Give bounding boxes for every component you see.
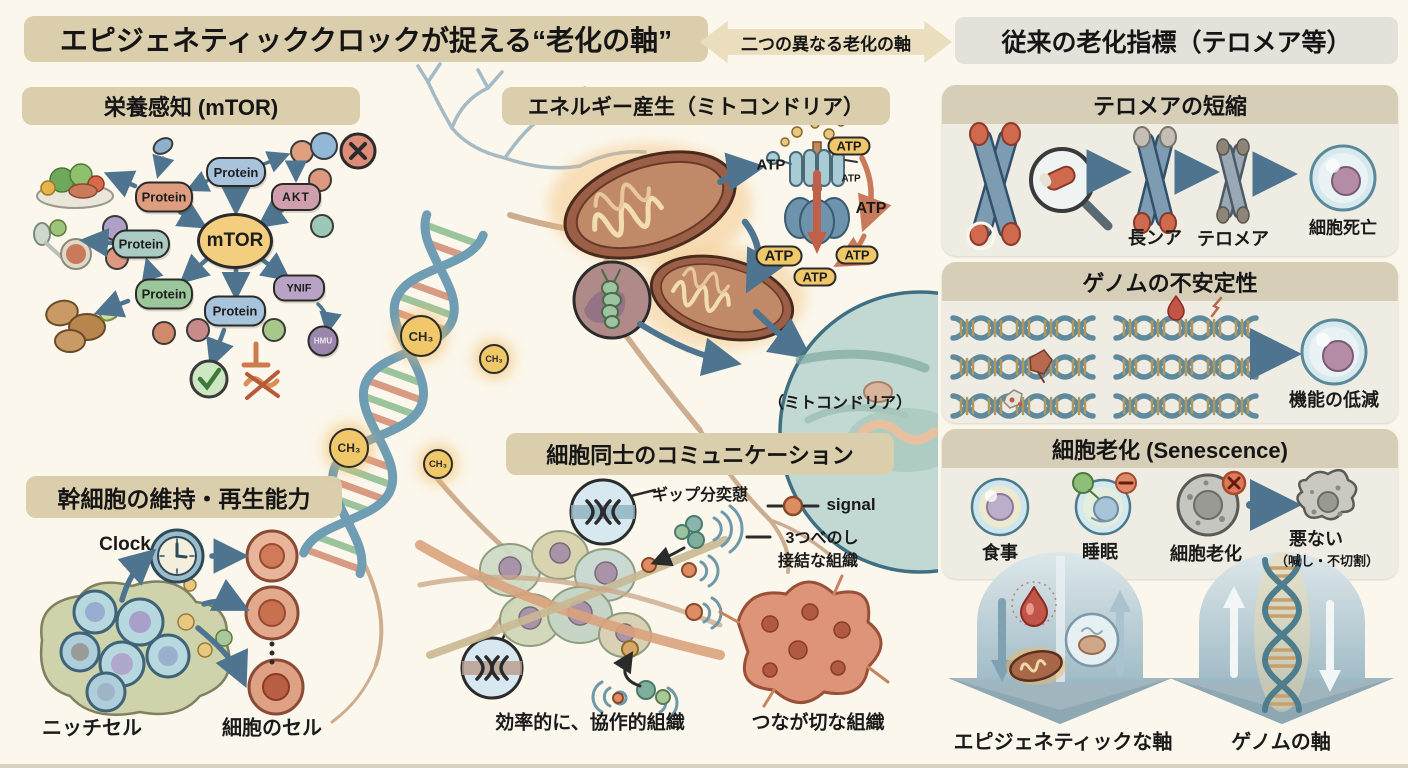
gap-junction-inset2-icon: [460, 622, 524, 700]
spoon-bowl-icon: [33, 219, 92, 270]
cell-death-label: 細胞死亡: [1309, 218, 1377, 238]
healthy-cell-icon: [970, 477, 1030, 537]
blood-drop-icon: [1011, 581, 1057, 627]
stem-cell-niche-icon: [39, 578, 233, 716]
ynif-node: YNIF: [273, 274, 325, 302]
telomere-panel-header: テロメアの短縮: [942, 85, 1398, 124]
niche-cells-label: ニッチセル: [42, 717, 142, 740]
check-mark-icon: [189, 359, 229, 399]
senescence-label-4a: 悪ない: [1289, 529, 1343, 549]
potatoes-icon: [45, 299, 118, 353]
left-title-banner: エピジェネティッククロックが捉える“老化の軸”: [24, 16, 708, 62]
dna-damage-marks: [1003, 295, 1223, 409]
clock-label: Clock: [99, 534, 151, 555]
crossed-dna-icon: [243, 370, 280, 400]
cell-closeup-icon: [778, 290, 938, 574]
senescence-label-2: 睡眠: [1082, 542, 1118, 562]
energy-section-header: エネルギー産生（ミトコンドリア）: [502, 87, 890, 125]
atp-pill: ATP: [793, 267, 837, 287]
senescence-panel-header: 細胞老化 (Senescence): [942, 429, 1398, 468]
akt-node: AKT: [271, 183, 321, 211]
dysfunctional-cell-icon: [1296, 468, 1358, 521]
connected-tissue-note-line2: 接結な組織: [777, 553, 859, 570]
right-title-banner: 従来の老化指標（テロメア等）: [955, 17, 1398, 64]
epigenetic-axis-label: エピジェネティックな軸: [953, 731, 1173, 754]
mini-cell-icon: [1064, 612, 1120, 668]
disconnected-tissue-label: つなが切な組織: [751, 712, 885, 734]
ch3-badge: CH₃: [329, 428, 369, 468]
clock-icon: [149, 528, 205, 584]
dna-grid-icon: [953, 295, 1256, 416]
protein-node: Protein: [112, 229, 170, 259]
function-decline-label: 機能の低減: [1289, 390, 1379, 410]
stem-arrows: [117, 538, 250, 689]
atp-pill: ATP: [827, 136, 871, 156]
senescence-label-4b: （喊し・不切割）: [1274, 553, 1380, 569]
bottom-edge: [0, 764, 1408, 768]
genome-axis-icon: [1170, 552, 1394, 724]
atp-label: ATP: [756, 156, 786, 174]
mini-mitochondria-icon: [1006, 647, 1066, 685]
protein-node: Protein: [204, 295, 266, 327]
inhibition-icon: [241, 341, 271, 368]
protein-node: Protein: [135, 278, 193, 310]
chromosome-mid-icon: [1133, 126, 1177, 234]
signal-waves-icon: [591, 504, 744, 720]
mtor-node: mTOR: [197, 213, 273, 269]
protein-node: Protein: [135, 181, 193, 213]
gap-junction-label: ギップ分奕憇: [651, 487, 749, 504]
damaged-tissue-icon: [718, 574, 890, 708]
magnifier-icon: [1029, 147, 1113, 231]
connected-tissue-note-line1: 3つべのし: [785, 530, 859, 547]
atp-label: ATP: [841, 173, 861, 185]
atp-pill: ATP: [835, 245, 879, 265]
genome-axis-label: ゲノムの軸: [1231, 731, 1331, 754]
atp-synthase-icon: [766, 117, 858, 254]
differentiated-cells-label: 細胞のセル: [222, 717, 322, 740]
energy-arrows: [637, 152, 892, 377]
declined-cell-icon: [1300, 318, 1368, 386]
differentiated-cells-icon: [244, 529, 305, 716]
epigenetic-axis-icon: [948, 552, 1172, 724]
telomere-arrows: [1086, 149, 1298, 197]
chromosome-large-icon: [966, 122, 1021, 251]
nutrient-section-header: 栄養感知 (mTOR): [22, 87, 360, 125]
long-telomere-label: 長ンア: [1128, 228, 1182, 248]
x-mark-icon: [339, 132, 377, 170]
ch3-badge: CH₃: [400, 315, 442, 357]
hmu-node: HMU: [307, 325, 339, 357]
signal-legend-label: signal: [826, 495, 876, 514]
senescent-cell-icon: [1176, 470, 1247, 537]
efficient-tissue-label: 効率的に、協作的組織: [495, 712, 685, 734]
mitochondria-caption: （ミトコンドリア）: [767, 395, 913, 412]
chromosome-short-icon: [1216, 138, 1250, 224]
axis-dna-icon: [1261, 557, 1303, 713]
atp-label: ATP: [855, 200, 887, 217]
genome-panel-header: ゲノムの不安定性: [942, 262, 1398, 301]
atp-pill: ATP: [755, 245, 803, 267]
protein-node: Protein: [206, 157, 266, 187]
mitochondria-icon: [548, 143, 806, 350]
dying-cell-icon: [1309, 144, 1377, 212]
salad-plate-icon: [36, 163, 114, 209]
mitophagy-inset-icon: [572, 260, 652, 340]
senescence-label-1: 食事: [982, 543, 1018, 563]
signal-legend-icon: [745, 495, 820, 539]
telomere-label: テロメア: [1197, 229, 1269, 249]
healthy-tissue-icon: [415, 530, 729, 660]
stem-section-header: 幹細胞の維持・再生能力: [26, 476, 342, 518]
gap-junction-inset-icon: [569, 478, 657, 546]
dna-helix-icon: [299, 210, 488, 579]
ch3-badge: CH₃: [423, 449, 453, 479]
ch3-badge: CH₃: [479, 344, 509, 374]
senescence-label-3: 細胞老化: [1170, 544, 1242, 564]
mtor-arrows: [79, 151, 342, 369]
signaled-cell-icon: [1072, 472, 1137, 536]
communication-section-header: 細胞同士のコミュニケーション: [506, 433, 894, 475]
